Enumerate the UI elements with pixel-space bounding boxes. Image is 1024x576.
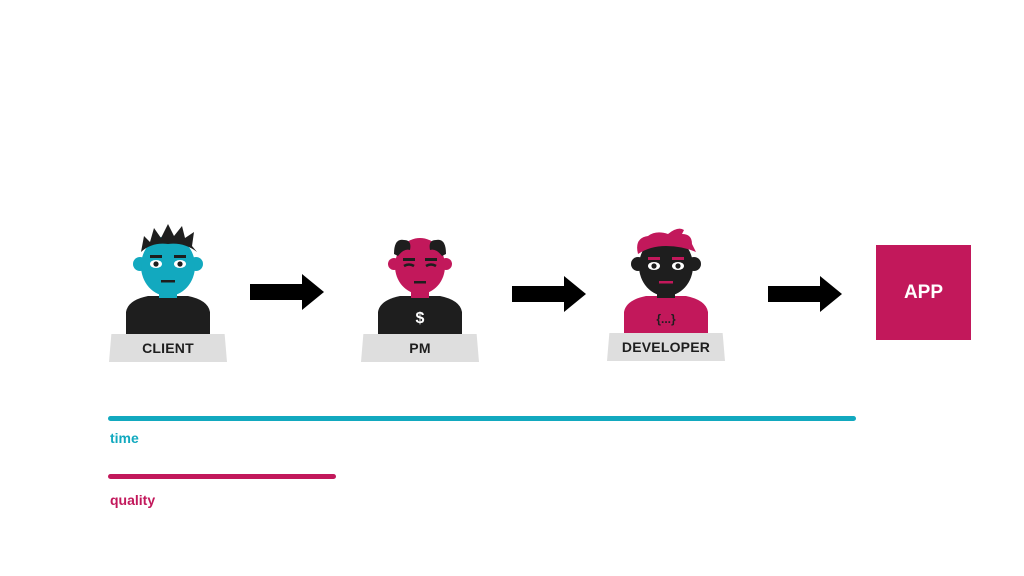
client-avatar [118, 222, 218, 336]
arrow-right-icon [768, 276, 842, 317]
developer-avatar: {...} [616, 222, 716, 336]
time-bar [108, 416, 856, 421]
quality-bar [108, 474, 336, 479]
client-label: CLIENT [109, 334, 227, 362]
pm-avatar: $ [370, 226, 470, 336]
pm-dollar-icon: $ [415, 310, 425, 327]
quality-label: quality [110, 492, 156, 508]
app-box: APP [876, 245, 971, 340]
pm-label: PM [361, 334, 479, 362]
time-label: time [110, 430, 139, 446]
developer-code-icon: {...} [656, 312, 676, 326]
developer-label: DEVELOPER [607, 333, 725, 361]
arrow-right-icon [512, 276, 586, 317]
arrow-right-icon [250, 274, 324, 315]
